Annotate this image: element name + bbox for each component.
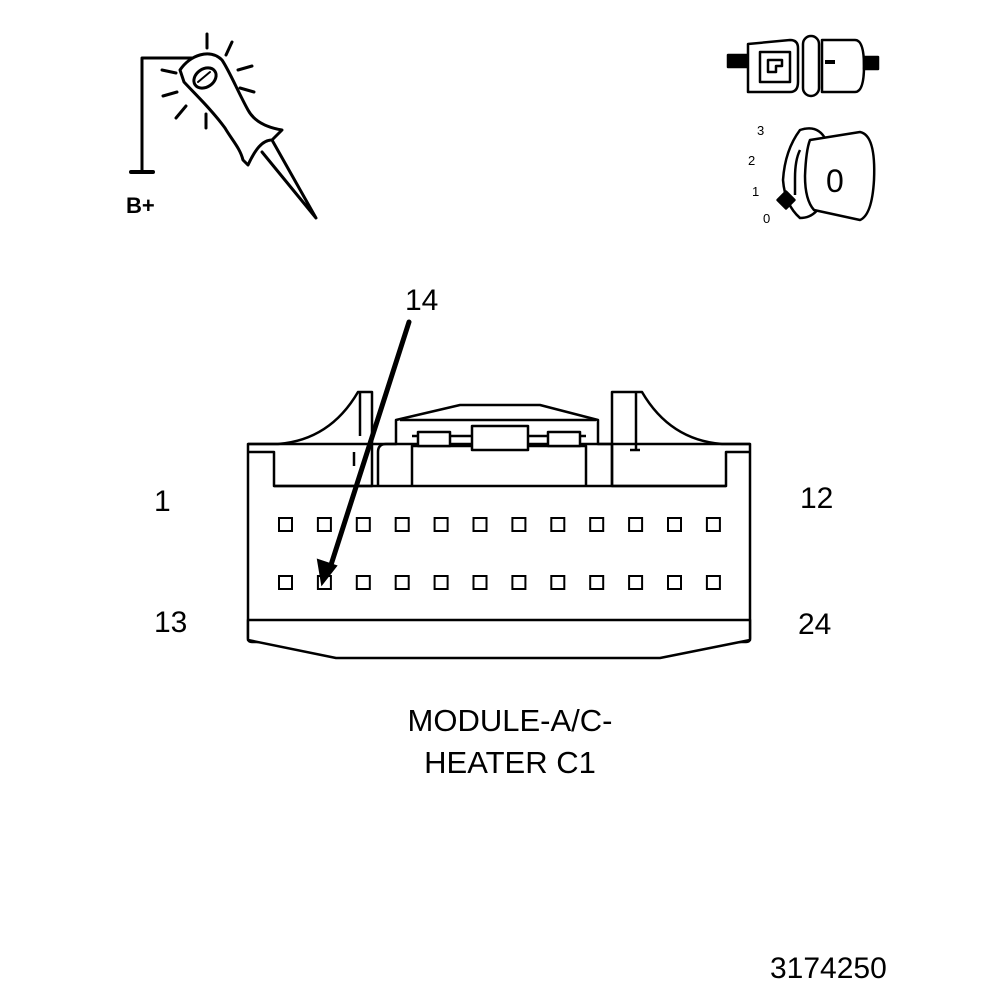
pin-callout-arrow bbox=[316, 319, 412, 587]
disconnected-connector-icon bbox=[726, 34, 880, 98]
ignition-position-1: 1 bbox=[752, 184, 760, 199]
ignition-key-label: 0 bbox=[826, 163, 844, 199]
pin-cavity-15 bbox=[355, 575, 371, 590]
caption-line-1: MODULE-A/C- bbox=[407, 703, 613, 738]
pin-label-1: 1 bbox=[154, 485, 171, 518]
pin-cavity-12 bbox=[705, 517, 721, 532]
pin-cavity-2 bbox=[316, 517, 332, 532]
pin-cavity-23 bbox=[667, 575, 682, 590]
connector-body bbox=[246, 390, 752, 660]
pin-cavity-5 bbox=[433, 517, 449, 532]
pin-cavity-21 bbox=[589, 575, 605, 590]
pin-cavity-3 bbox=[355, 517, 371, 532]
ignition-position-0: 0 bbox=[763, 211, 771, 226]
ignition-position-2: 2 bbox=[748, 153, 756, 168]
pin-cavity-24 bbox=[705, 575, 721, 590]
supply-label: B+ bbox=[126, 193, 155, 218]
pin-row-bottom bbox=[278, 575, 721, 590]
pin-cavity-22 bbox=[628, 575, 644, 590]
pin-row-top bbox=[278, 517, 721, 532]
pin-label-12: 12 bbox=[800, 482, 834, 515]
pin-cavity-11 bbox=[667, 517, 682, 532]
test-lamp-icon bbox=[129, 32, 318, 220]
pin-cavity-18 bbox=[472, 575, 488, 590]
pin-cavity-16 bbox=[394, 575, 410, 590]
pin-cavity-8 bbox=[550, 517, 566, 532]
callout-pin-label: 14 bbox=[405, 284, 439, 317]
figure-number: 3174250 bbox=[770, 952, 887, 985]
pin-cavity-4 bbox=[394, 517, 410, 532]
ignition-switch-icon bbox=[776, 127, 876, 222]
pin-cavity-6 bbox=[472, 517, 488, 532]
pin-cavity-1 bbox=[278, 517, 293, 532]
pin-cavity-9 bbox=[589, 517, 605, 532]
pin-cavity-7 bbox=[511, 517, 527, 532]
caption-line-2: HEATER C1 bbox=[424, 745, 596, 780]
pin-cavity-19 bbox=[511, 575, 527, 590]
pin-cavity-20 bbox=[550, 575, 566, 590]
pin-cavity-10 bbox=[628, 517, 644, 532]
ignition-position-3: 3 bbox=[757, 123, 765, 138]
pin-label-13: 13 bbox=[154, 606, 188, 639]
pin-cavity-17 bbox=[433, 575, 449, 590]
connector-caption: MODULE-A/C- HEATER C1 bbox=[300, 700, 720, 784]
pin-label-24: 24 bbox=[798, 608, 832, 641]
pin-cavity-13 bbox=[278, 575, 293, 590]
